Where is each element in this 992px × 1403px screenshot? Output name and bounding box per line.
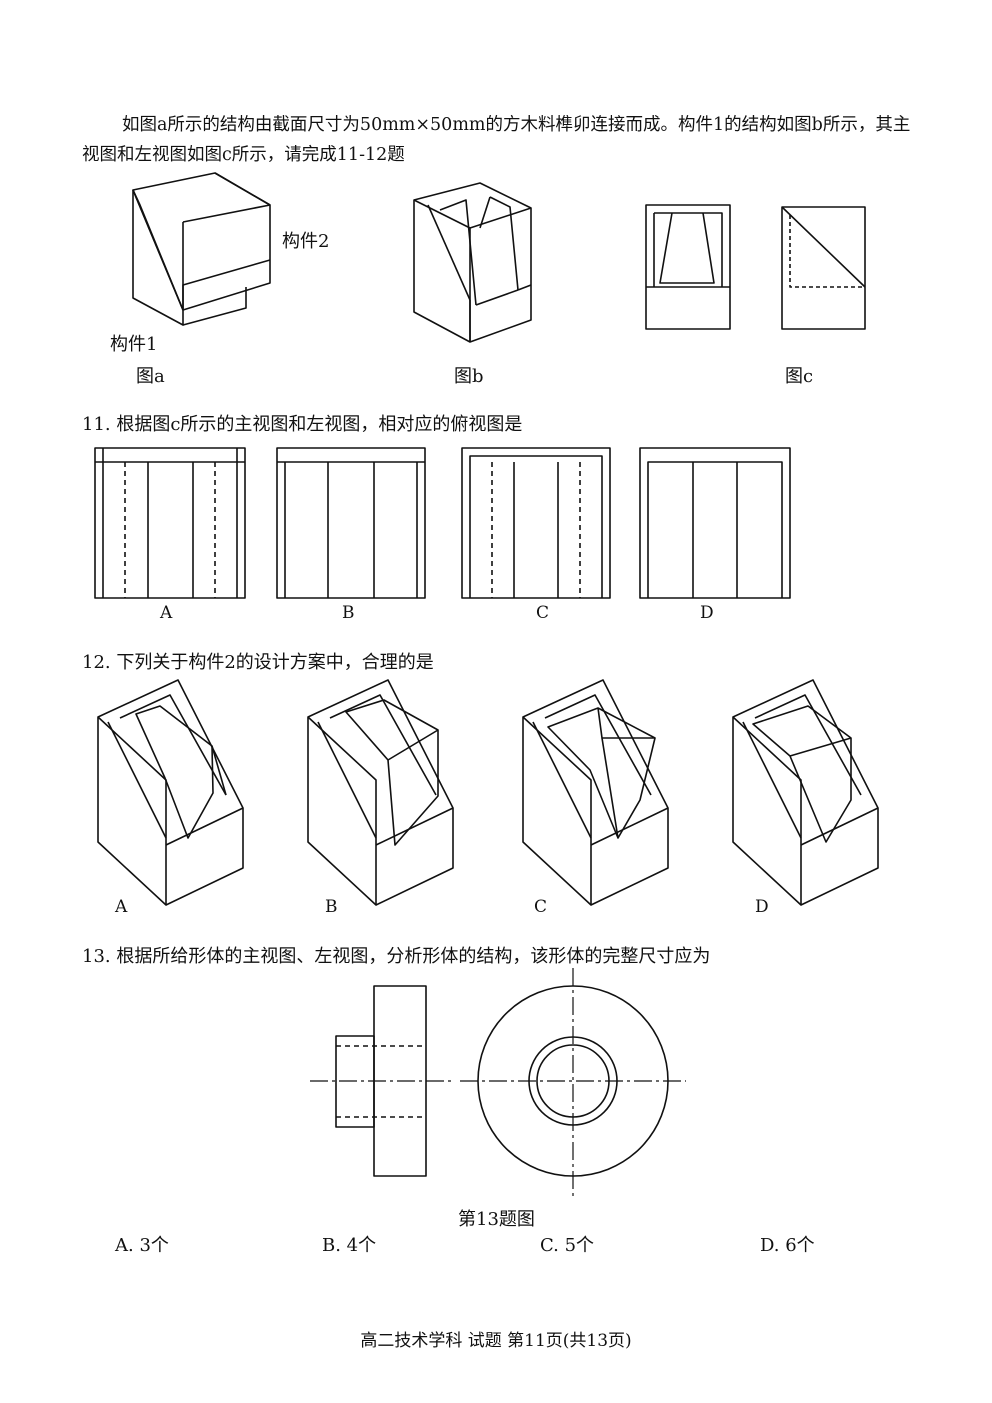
q11-option-d-view [639,447,791,599]
fig-b-caption: 图b [454,366,484,387]
q12-text: 12. 下列关于构件2的设计方案中，合理的是 [82,652,434,673]
fig-a-part2-label: 构件2 [282,231,330,252]
intro-paragraph: 如图a所示的结构由截面尺寸为50mm×50mm的方木料榫卯连接而成。构件1的结构… [82,115,911,165]
q11-option-b-view [276,447,426,599]
figure-c-left-view [781,206,866,330]
q11-option-c-label: C [536,603,550,623]
figure-b-drawing [413,182,532,343]
fig-c-caption: 图c [785,366,814,387]
q12-option-b-drawing [307,679,454,906]
figure-c-front-view [645,204,731,330]
q11-option-d-label: D [700,603,714,623]
q11-option-b-label: B [342,603,355,623]
q12-option-d-label: D [755,897,769,917]
q12-option-d-drawing [732,679,879,906]
q12-option-a-label: A [115,897,128,917]
figure-a-drawing [132,172,271,326]
q13-front-view [310,985,452,1177]
q12-option-c-drawing [522,679,669,906]
fig-a-caption: 图a [136,366,165,387]
q13-answer-c: C. 5个 [540,1235,595,1256]
q13-figure-caption: 第13题图 [458,1209,535,1230]
q13-answer-d: D. 6个 [760,1235,815,1256]
fig-a-part1-label: 构件1 [110,334,158,355]
q13-answer-b: B. 4个 [322,1235,377,1256]
q11-option-a-view [94,447,246,599]
page-footer: 高二技术学科 试题 第11页(共13页) [360,1331,632,1351]
q13-text: 13. 根据所给形体的主视图、左视图，分析形体的结构，该形体的完整尺寸应为 [82,946,711,967]
q11-option-a-label: A [160,603,173,623]
q11-option-c-view [461,447,611,599]
q12-option-a-drawing [97,679,244,906]
q11-text: 11. 根据图c所示的主视图和左视图，相对应的俯视图是 [82,414,523,435]
q12-option-b-label: B [325,897,338,917]
q13-left-view [460,968,686,1200]
q12-option-c-label: C [534,897,548,917]
q13-answer-a: A. 3个 [115,1235,169,1256]
